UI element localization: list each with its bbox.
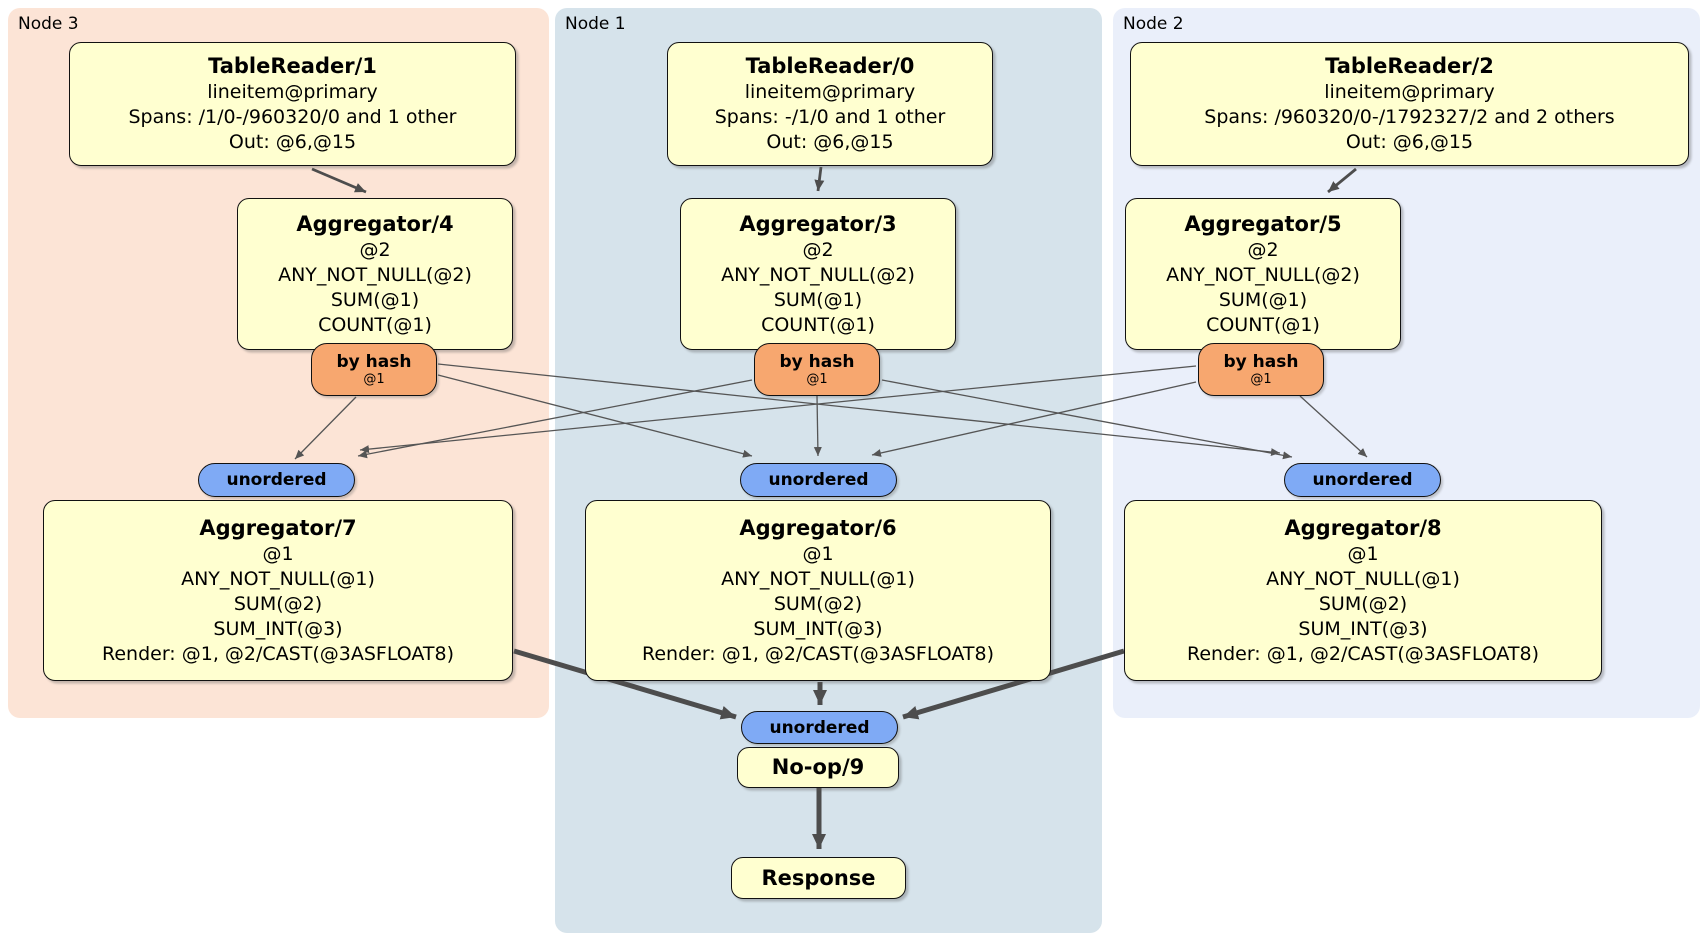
proc-title: Aggregator/8: [1284, 515, 1442, 540]
router-label: by hash: [1223, 352, 1299, 372]
router-label: by hash: [336, 352, 412, 372]
edge-tr1-agg4: [311, 167, 367, 194]
proc-noop-9: No-op/9: [737, 747, 899, 788]
router-by-hash-5: by hash @1: [1198, 343, 1324, 396]
edge-agg8-unordered9: [902, 648, 1125, 720]
proc-line: ANY_NOT_NULL(@1): [1266, 567, 1460, 590]
proc-line: Out: @6,@15: [1345, 131, 1474, 153]
proc-title: Aggregator/7: [199, 515, 357, 540]
proc-title: Aggregator/5: [1184, 211, 1342, 236]
proc-line: SUM(@2): [1318, 592, 1408, 615]
proc-tablereader-1: TableReader/1 lineitem@primary Spans: /1…: [69, 42, 516, 166]
proc-line: Render: @1, @2/CAST(@3ASFLOAT8): [1187, 642, 1539, 665]
proc-line: Spans: /1/0-/960320/0 and 1 other: [128, 106, 457, 128]
proc-line: lineitem@primary: [1324, 81, 1495, 103]
proc-line: ANY_NOT_NULL(@1): [721, 567, 915, 590]
proc-title: Aggregator/6: [739, 515, 897, 540]
router-sub: @1: [806, 372, 828, 387]
edge-tr2-agg5: [1327, 167, 1357, 194]
router-sub: @1: [363, 372, 385, 387]
proc-line: SUM_INT(@3): [1298, 617, 1428, 640]
proc-line: ANY_NOT_NULL(@2): [1166, 263, 1360, 286]
proc-line: Out: @6,@15: [766, 131, 894, 153]
proc-title: TableReader/1: [208, 54, 377, 78]
proc-line: SUM_INT(@3): [753, 617, 883, 640]
proc-line: SUM(@1): [330, 288, 420, 311]
proc-aggregator-4: Aggregator/4 @2 ANY_NOT_NULL(@2) SUM(@1)…: [237, 198, 513, 350]
router-by-hash-3: by hash @1: [754, 343, 880, 396]
edge-byhash4-unordered8: [437, 363, 1281, 457]
router-label: by hash: [779, 352, 855, 372]
edge-byhash3-unordered6: [813, 395, 822, 457]
sync-unordered-6: unordered: [740, 463, 897, 497]
proc-line: Out: @6,@15: [228, 131, 357, 153]
proc-title: No-op/9: [771, 755, 865, 779]
proc-tablereader-0: TableReader/0 lineitem@primary Spans: -/…: [667, 42, 993, 166]
proc-title: TableReader/2: [1325, 54, 1494, 78]
proc-line: SUM(@1): [773, 288, 863, 311]
edge-byhash4-unordered7: [294, 396, 357, 460]
node3-label: Node 3: [18, 14, 79, 34]
proc-title: Aggregator/4: [296, 211, 454, 236]
sync-unordered-9: unordered: [741, 711, 898, 744]
sync-label: unordered: [769, 717, 870, 738]
proc-aggregator-3: Aggregator/3 @2 ANY_NOT_NULL(@2) SUM(@1)…: [680, 198, 956, 350]
node1-label: Node 1: [565, 14, 626, 34]
proc-line: Spans: -/1/0 and 1 other: [714, 106, 946, 128]
proc-line: COUNT(@1): [761, 313, 875, 336]
proc-title: Aggregator/3: [739, 211, 897, 236]
proc-title: TableReader/0: [745, 54, 915, 78]
edge-byhash5-unordered6: [871, 381, 1197, 457]
proc-title: Response: [761, 865, 876, 890]
proc-aggregator-7: Aggregator/7 @1 ANY_NOT_NULL(@1) SUM(@2)…: [43, 500, 513, 681]
proc-tablereader-2: TableReader/2 lineitem@primary Spans: /9…: [1130, 42, 1689, 166]
sync-label: unordered: [1312, 470, 1413, 490]
proc-response: Response: [731, 857, 906, 899]
sync-label: unordered: [768, 470, 869, 490]
router-by-hash-4: by hash @1: [311, 343, 437, 396]
proc-line: SUM(@2): [773, 592, 863, 615]
proc-line: ANY_NOT_NULL(@2): [278, 263, 472, 286]
proc-aggregator-5: Aggregator/5 @2 ANY_NOT_NULL(@2) SUM(@1)…: [1125, 198, 1401, 350]
edge-tr0-agg3: [814, 166, 825, 192]
proc-line: SUM(@2): [233, 592, 323, 615]
proc-line: lineitem@primary: [744, 81, 916, 103]
proc-line: SUM(@1): [1218, 288, 1308, 311]
proc-line: @2: [359, 238, 391, 261]
edge-byhash4-unordered6: [437, 374, 753, 458]
proc-line: @1: [1347, 542, 1379, 565]
router-sub: @1: [1250, 372, 1272, 387]
proc-line: Spans: /960320/0-/1792327/2 and 2 others: [1204, 106, 1615, 128]
sync-unordered-8: unordered: [1284, 463, 1441, 497]
proc-line: Render: @1, @2/CAST(@3ASFLOAT8): [102, 642, 454, 665]
sync-unordered-7: unordered: [198, 463, 355, 497]
node2-label: Node 2: [1123, 14, 1184, 34]
sync-label: unordered: [226, 470, 327, 490]
proc-line: COUNT(@1): [318, 313, 432, 336]
proc-line: ANY_NOT_NULL(@2): [721, 263, 915, 286]
proc-line: Render: @1, @2/CAST(@3ASFLOAT8): [642, 642, 994, 665]
proc-aggregator-8: Aggregator/8 @1 ANY_NOT_NULL(@1) SUM(@2)…: [1124, 500, 1602, 681]
edge-agg7-unordered9: [513, 648, 737, 720]
proc-line: @2: [802, 238, 834, 261]
proc-line: COUNT(@1): [1206, 313, 1320, 336]
edge-byhash5-unordered8: [1299, 395, 1368, 458]
proc-line: lineitem@primary: [207, 81, 378, 103]
proc-line: ANY_NOT_NULL(@1): [181, 567, 375, 590]
proc-line: SUM_INT(@3): [213, 617, 343, 640]
proc-line: @2: [1247, 238, 1279, 261]
proc-line: @1: [262, 542, 294, 565]
proc-aggregator-6: Aggregator/6 @1 ANY_NOT_NULL(@1) SUM(@2)…: [585, 500, 1051, 681]
edge-byhash5-unordered7: [359, 365, 1197, 454]
proc-line: @1: [802, 542, 834, 565]
edge-byhash3-unordered8: [881, 379, 1293, 460]
